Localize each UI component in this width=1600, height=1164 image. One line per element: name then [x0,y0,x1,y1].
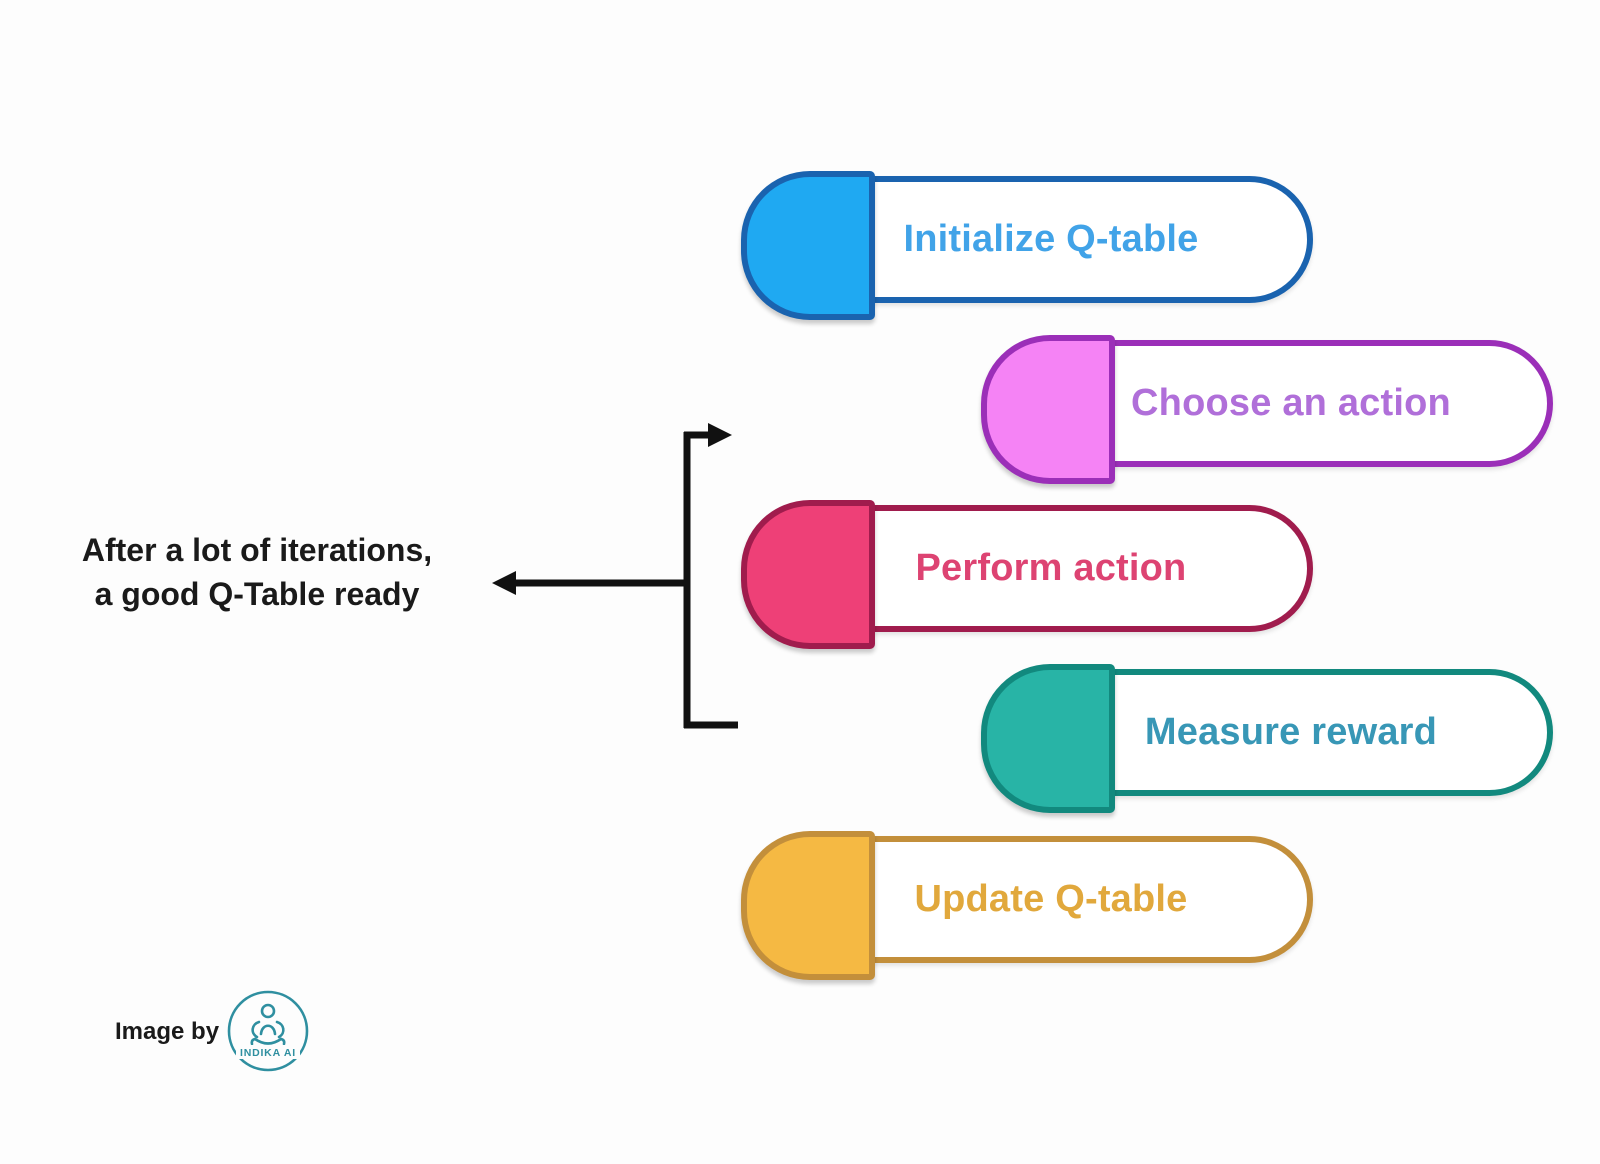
pill-cap [981,664,1115,813]
step-choose-an-action: Choose an action [981,335,1553,484]
pill-cap [741,831,875,980]
indika-ai-logo: INDIKA AI [226,989,310,1073]
step-label: Measure reward [1144,711,1438,753]
meditation-person-icon: INDIKA AI [227,990,309,1072]
step-label: Initialize Q-table [903,218,1199,260]
iterations-note: After a lot of iterations, a good Q-Tabl… [37,528,477,616]
flow-bracket [480,415,760,745]
image-credit-label: Image by [115,1018,220,1045]
left-arrowhead-icon [492,571,516,595]
step-label: Choose an action [1131,382,1451,424]
iterations-note-line2: a good Q-Table ready [94,576,420,612]
step-perform-action: Perform action [741,500,1313,649]
pill-cap [741,171,875,320]
step-initialize-q-table: Initialize Q-table [741,171,1313,320]
pill-cap [981,335,1115,484]
right-arrowhead-icon [708,423,732,447]
bracket-arrows [492,423,738,729]
iterations-note-line1: After a lot of iterations, [81,532,433,568]
pill-cap [741,500,875,649]
step-measure-reward: Measure reward [981,664,1553,813]
step-label: Perform action [915,547,1187,589]
step-update-q-table: Update Q-table [741,831,1313,980]
step-label: Update Q-table [914,878,1188,920]
logo-wordmark: INDIKA AI [240,1047,296,1059]
